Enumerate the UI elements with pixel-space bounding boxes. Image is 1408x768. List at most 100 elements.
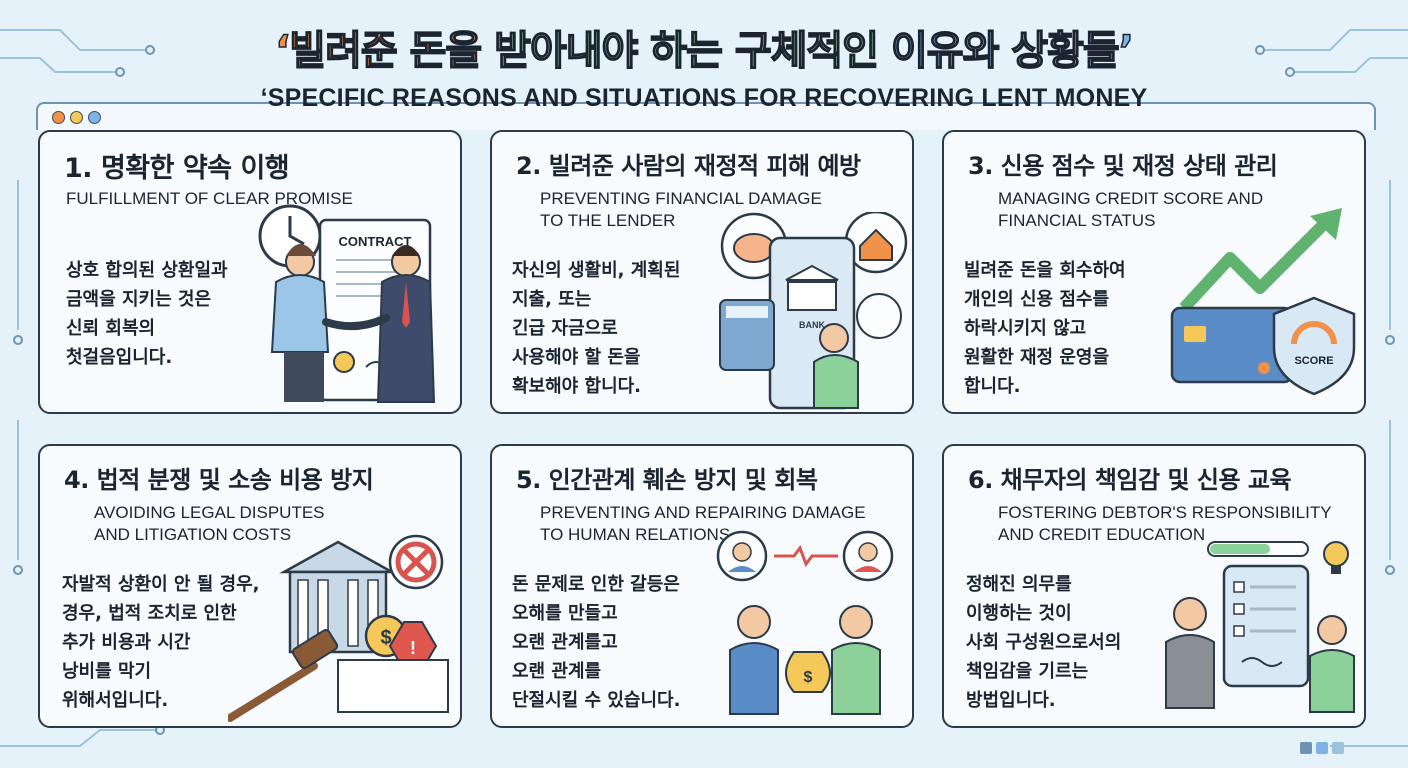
card-subtitle: PREVENTING FINANCIAL DAMAGE TO THE LENDE… <box>540 188 822 232</box>
contract-handshake-illustration: CONTRACT <box>258 204 436 403</box>
handshake-icon <box>270 244 436 403</box>
card-body-line: 상호 합의된 상환일과 <box>66 260 228 281</box>
responsibility-education-illustration <box>1165 541 1355 713</box>
card-body-line: 확보해야 합니다. <box>512 376 642 397</box>
bank-icon: BANK <box>785 264 839 330</box>
card-body-line: 이행하는 것이 <box>966 603 1072 624</box>
card-body-line: 방법입니다. <box>966 690 1056 711</box>
card-subtitle-line: FINANCIAL STATUS <box>998 211 1156 230</box>
card-body: 정해진 의무를 이행하는 것이 사회 구성원으로서의 책임감을 기르는 방법입니… <box>966 570 1121 715</box>
card-body: 자발적 상환이 안 될 경우, 경우, 법적 조치로 인한 추가 비용과 시간 … <box>62 570 260 715</box>
card-subtitle: FOSTERING DEBTOR'S RESPONSIBILITY AND CR… <box>998 502 1332 546</box>
reason-card-5: 5. 인간관계 훼손 방지 및 회복 PREVENTING AND REPAIR… <box>490 444 914 728</box>
card-body-line: 사용해야 할 돈을 <box>512 347 641 368</box>
reason-card-4: 4. 법적 분쟁 및 소송 비용 방지 AVOIDING LEGAL DISPU… <box>38 444 462 728</box>
progress-bar-icon <box>1207 541 1309 557</box>
card-subtitle: MANAGING CREDIT SCORE AND FINANCIAL STAT… <box>998 188 1263 232</box>
card-subtitle-line: FOSTERING DEBTOR'S RESPONSIBILITY <box>998 503 1332 522</box>
reason-card-2: 2. 빌려준 사람의 재정적 피해 예방 PREVENTING FINANCIA… <box>490 130 914 414</box>
card-body-line: 첫걸음입니다. <box>66 347 173 368</box>
card-subtitle-line: AND CREDIT EDUCATION <box>998 525 1206 544</box>
svg-text:$: $ <box>380 627 391 649</box>
card-body-line: 정해진 의무를 <box>966 574 1072 595</box>
growth-arrow-icon <box>1179 208 1342 313</box>
card-title: 3. 신용 점수 및 재정 상태 관리 <box>968 152 1278 180</box>
card-body-line: 돈 문제로 인한 갈등은 <box>512 574 680 595</box>
person-icon <box>842 530 894 582</box>
card-body-line: 사회 구성원으로서의 <box>966 632 1122 653</box>
reason-card-6: 6. 채무자의 책임감 및 신용 교육 FOSTERING DEBTOR'S R… <box>942 444 1366 728</box>
card-body-line: 추가 비용과 시간 <box>62 632 191 653</box>
card-title: 2. 빌려준 사람의 재정적 피해 예방 <box>516 152 861 180</box>
card-subtitle: PREVENTING AND REPAIRING DAMAGE TO HUMAN… <box>540 502 866 546</box>
card-subtitle-line: TO THE LENDER <box>540 211 676 230</box>
card-title: 6. 채무자의 책임감 및 신용 교육 <box>968 466 1292 494</box>
card-subtitle-line: FULFILLMENT OF CLEAR PROMISE <box>66 189 353 208</box>
cancel-icon <box>388 534 444 590</box>
card-subtitle-line: TO HUMAN RELATIONS <box>540 525 731 544</box>
card-body-line: 지출, 또는 <box>512 289 592 310</box>
financial-protection-illustration: BANK <box>719 212 908 410</box>
svg-text:SCORE: SCORE <box>1294 355 1333 367</box>
svg-text:CONTRACT: CONTRACT <box>339 234 412 249</box>
title-part: 하는 <box>650 27 735 75</box>
window-dot-blue-icon <box>88 111 101 124</box>
reason-card-3: 3. 신용 점수 및 재정 상태 관리 MANAGING CREDIT SCOR… <box>942 130 1366 414</box>
card-subtitle: AVOIDING LEGAL DISPUTES AND LITIGATION C… <box>94 502 325 546</box>
card-title: 4. 법적 분쟁 및 소송 비용 방지 <box>64 466 374 494</box>
calculator-icon <box>719 299 775 371</box>
broken-link-icon <box>774 544 838 568</box>
title-part: 이유와 <box>890 27 1012 75</box>
svg-text:!: ! <box>410 638 416 658</box>
window-frame-bar <box>36 102 1376 130</box>
card-body-line: 단절시킬 수 있습니다. <box>512 690 681 711</box>
title-part: 받아내야 <box>493 27 651 75</box>
card-body-line: 자발적 상환이 안 될 경우, <box>62 574 260 595</box>
card-subtitle-line: PREVENTING AND REPAIRING DAMAGE <box>540 503 866 522</box>
card-body-line: 원활한 재정 운영을 <box>964 347 1110 368</box>
title-part: 상황들’ <box>1011 27 1135 75</box>
card-body-line: 빌려준 돈을 회수하여 <box>964 260 1126 281</box>
person-icon <box>716 530 768 582</box>
svg-text:$: $ <box>804 669 813 686</box>
house-icon <box>844 212 908 274</box>
title-part: ‘빌려준 <box>274 27 410 75</box>
card-body: 자신의 생활비, 계획된 지출, 또는 긴급 자금으로 사용해야 할 돈을 확보… <box>512 256 680 401</box>
card-body-line: 위해서입니다. <box>62 690 169 711</box>
card-body: 돈 문제로 인한 갈등은 오해를 만들고 오랜 관계를고 오랜 관계를 단절시킬… <box>512 570 680 715</box>
card-subtitle-line: PREVENTING FINANCIAL DAMAGE <box>540 189 822 208</box>
card-subtitle-line: MANAGING CREDIT SCORE AND <box>998 189 1264 208</box>
legal-cost-illustration: $ ! <box>228 534 449 722</box>
shield-icon: SCORE <box>1272 296 1356 396</box>
card-subtitle: FULFILLMENT OF CLEAR PROMISE <box>66 188 353 210</box>
title-part: 돈을 <box>409 27 495 75</box>
card-body-line: 하락시키지 않고 <box>964 318 1087 339</box>
page-title: ‘빌려준 돈을 받아내야 하는 구체적인 이유와 상황들’ <box>0 18 1408 76</box>
card-body-line: 합니다. <box>964 376 1021 397</box>
relationship-conflict-illustration: $ <box>716 530 894 715</box>
reason-card-1: 1. 명확한 약속 이행 FULFILLMENT OF CLEAR PROMIS… <box>38 130 462 414</box>
card-title: 1. 명확한 약속 이행 <box>64 153 290 184</box>
card-title: 5. 인간관계 훼손 방지 및 회복 <box>516 466 818 494</box>
card-body-line: 책임감을 기르는 <box>966 661 1089 682</box>
card-subtitle-line: AND LITIGATION COSTS <box>94 525 292 544</box>
page-subtitle: ‘SPECIFIC REASONS AND SITUATIONS FOR REC… <box>260 84 1148 112</box>
money-bag-icon: $ <box>785 651 831 693</box>
tablet-checklist-icon <box>1222 564 1310 688</box>
window-dot-yellow-icon <box>70 111 83 124</box>
credit-score-illustration: SCORE <box>1170 208 1356 396</box>
card-body-line: 자신의 생활비, 계획된 <box>512 260 681 281</box>
svg-text:BANK: BANK <box>799 320 825 330</box>
card-body-line: 신뢰 회복의 <box>66 318 156 339</box>
card-body-line: 오해를 만들고 <box>512 603 618 624</box>
card-body-line: 오랜 관계를고 <box>512 632 618 653</box>
card-body-line: 오랜 관계를 <box>512 661 602 682</box>
card-body-line: 긴급 자금으로 <box>512 318 618 339</box>
gavel-icon <box>228 629 339 722</box>
card-body-line: 개인의 신용 점수를 <box>964 289 1110 310</box>
card-body: 상호 합의된 상환일과 금액을 지키는 것은 신뢰 회복의 첫걸음입니다. <box>66 256 228 372</box>
card-body-line: 낭비를 막기 <box>62 661 152 682</box>
card-body-line: 금액을 지키는 것은 <box>66 289 212 310</box>
window-dot-red-icon <box>52 111 65 124</box>
